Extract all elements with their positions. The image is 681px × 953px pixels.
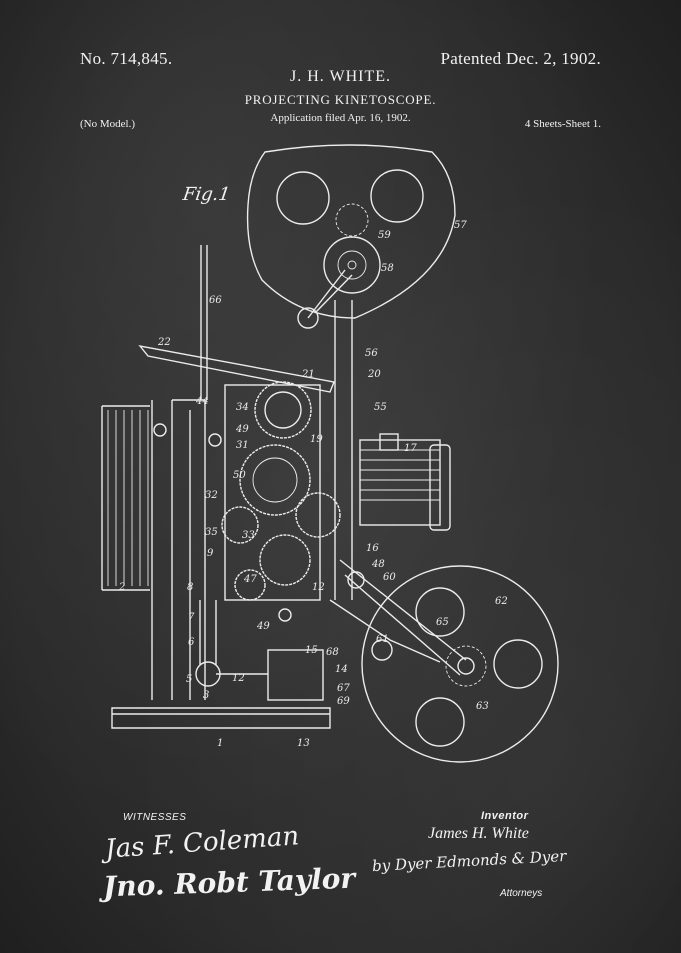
application-filed: Application filed Apr. 16, 1902. — [270, 112, 411, 124]
model-note: (No Model.) — [80, 118, 135, 130]
svg-text:65: 65 — [436, 617, 449, 628]
svg-text:48: 48 — [371, 559, 385, 570]
svg-text:5: 5 — [186, 674, 192, 685]
svg-text:50: 50 — [233, 470, 246, 481]
svg-text:17: 17 — [404, 443, 417, 454]
svg-text:67: 67 — [337, 683, 350, 694]
svg-text:12: 12 — [232, 673, 245, 684]
svg-text:1: 1 — [217, 738, 223, 749]
svg-text:19: 19 — [310, 434, 323, 445]
svg-text:49: 49 — [256, 621, 270, 632]
inventor-label: Inventor — [481, 810, 529, 822]
svg-text:9: 9 — [207, 548, 214, 559]
svg-text:56: 56 — [365, 348, 378, 359]
svg-text:21: 21 — [301, 369, 315, 380]
svg-text:47: 47 — [243, 574, 257, 585]
svg-text:61: 61 — [376, 634, 389, 645]
sheet-info: 4 Sheets-Sheet 1. — [524, 118, 601, 130]
svg-text:2: 2 — [118, 582, 125, 593]
svg-text:13: 13 — [297, 738, 310, 749]
patented-date: Patented Dec. 2, 1902. — [440, 49, 601, 68]
witnesses-label: WITNESSES — [123, 812, 187, 823]
attorneys-label: Attorneys — [500, 888, 543, 899]
svg-text:8: 8 — [187, 582, 193, 593]
svg-text:59: 59 — [378, 230, 391, 241]
svg-text:63: 63 — [476, 701, 489, 712]
svg-text:55: 55 — [374, 402, 387, 413]
svg-text:49: 49 — [235, 424, 249, 435]
svg-text:62: 62 — [495, 596, 508, 607]
svg-text:6: 6 — [188, 637, 195, 648]
svg-text:22: 22 — [157, 337, 171, 348]
inventor-heading: J. H. WHITE. — [289, 68, 392, 85]
inventor-name: James H. White — [428, 825, 529, 842]
svg-text:7: 7 — [188, 612, 195, 623]
svg-text:31: 31 — [236, 440, 249, 451]
svg-text:33: 33 — [242, 530, 255, 541]
svg-text:32: 32 — [205, 490, 218, 501]
svg-text:68: 68 — [326, 647, 339, 658]
svg-text:12: 12 — [312, 582, 325, 593]
svg-text:15: 15 — [305, 645, 318, 656]
svg-text:3: 3 — [203, 690, 209, 701]
svg-text:58: 58 — [381, 263, 394, 274]
svg-text:16: 16 — [366, 543, 379, 554]
svg-text:34: 34 — [236, 402, 249, 413]
svg-text:60: 60 — [383, 572, 396, 583]
patent-number: No. 714,845. — [80, 49, 173, 68]
svg-text:69: 69 — [337, 696, 350, 707]
svg-text:66: 66 — [209, 295, 222, 306]
svg-text:57: 57 — [454, 220, 467, 231]
patent-title: PROJECTING KINETOSCOPE. — [244, 92, 437, 107]
svg-text:14: 14 — [335, 664, 348, 675]
svg-text:20: 20 — [367, 369, 381, 380]
svg-text:35: 35 — [205, 527, 218, 538]
svg-text:44: 44 — [195, 396, 209, 407]
